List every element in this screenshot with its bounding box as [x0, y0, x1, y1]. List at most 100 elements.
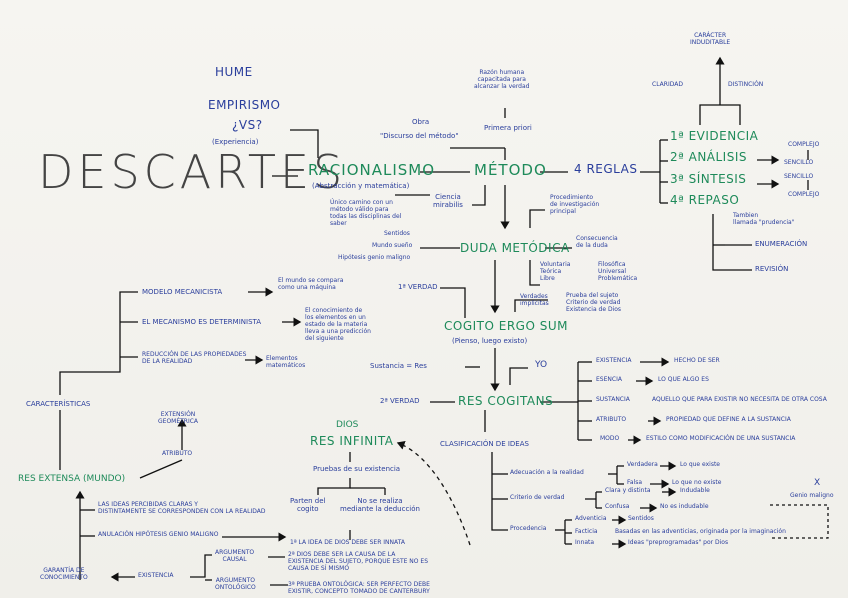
sueno-label: Mundo sueño	[372, 242, 413, 249]
regla-1: 1ª EVIDENCIA	[670, 129, 759, 143]
prop-modo: MODO	[600, 435, 620, 442]
prop-esencia-v: LO QUE ALGO ES	[658, 376, 709, 383]
res-infinita-label: RES INFINITA	[310, 434, 394, 448]
clasificacion-label: CLASIFICACIÓN DE IDEAS	[440, 440, 529, 448]
page-title: DESCARTES	[38, 145, 347, 199]
cogito-label: COGITO ERGO SUM	[444, 319, 568, 333]
prop-existencia-v: HECHO DE SER	[674, 357, 720, 364]
prueba-1: 1ª LA IDEA DE DIOS DEBE SER INNATA	[290, 539, 405, 546]
metodo-label: MÉTODO	[474, 161, 547, 179]
reglas-label: 4 REGLAS	[574, 162, 638, 176]
discurso-label: "Discurso del método"	[380, 132, 459, 140]
res-cogitans-label: RES COGITANS	[458, 394, 554, 408]
pruebas-label: Pruebas de su existencia	[313, 465, 401, 473]
obra-label: Obra	[412, 118, 430, 126]
hume-label: HUME	[215, 65, 253, 79]
racionalismo-label: RACIONALISMO	[308, 161, 436, 179]
sencillo-2: SENCILLO	[784, 173, 814, 180]
prop-atributo: ATRIBUTO	[596, 416, 627, 423]
no-existe-label: Lo que no existe	[672, 479, 722, 486]
atributo-label: ATRIBUTO	[162, 450, 193, 457]
facticia-value: Basadas en las adventicias, originada po…	[615, 528, 786, 535]
mecanismo-label: EL MECANISMO ES DETERMINISTA	[142, 318, 262, 326]
empirismo-label: EMPIRISMO	[208, 98, 281, 112]
genio-label: Hipótesis genio maligno	[338, 254, 411, 261]
prop-sustancia-v: AQUELLO QUE PARA EXISTIR NO NECESITA DE …	[652, 396, 827, 403]
primera-priori-label: Primera priori	[484, 124, 532, 132]
racionalismo-sub: (Abstracción y matemática)	[312, 182, 410, 190]
res-extensa-label: RES EXTENSA (MUNDO)	[18, 474, 126, 484]
prop-modo-v: ESTILO COMO MODIFICACIÓN DE UNA SUSTANCI…	[646, 435, 796, 442]
no-indudable-label: No es indudable	[660, 503, 709, 510]
complejo-1: COMPLEJO	[788, 141, 820, 148]
regla-3: 3ª SÍNTESIS	[670, 172, 747, 186]
anulacion-label: ANULACIÓN HIPÓTESIS GENIO MALIGNO	[98, 531, 219, 538]
innata-label: Innata	[575, 539, 595, 546]
duda-metodica-label: DUDA METÓDICA	[460, 241, 570, 255]
genio-x-mark: X	[814, 478, 821, 488]
caracteristicas-label: CARACTERÍSTICAS	[26, 400, 91, 408]
modelo-label: MODELO MECANICISTA	[142, 288, 223, 296]
prop-atributo-v: PROPIEDAD QUE DEFINE A LA SUSTANCIA	[666, 416, 791, 423]
procedencia-label: Procedencia	[510, 525, 547, 532]
dios-label: DIOS	[336, 420, 359, 430]
sentidos-label: Sentidos	[384, 230, 410, 237]
sentidos-idea-label: Sentidos	[628, 515, 654, 522]
prop-existencia: EXISTENCIA	[596, 357, 632, 364]
verdadera-label: Verdadera	[627, 461, 658, 468]
sustancia-label: Sustancia = Res	[370, 362, 427, 370]
distincion-label: DISTINCIÓN	[728, 81, 764, 88]
falsa-label: Falsa	[627, 479, 643, 486]
yo-label: YO	[535, 360, 548, 370]
lo-que-existe-label: Lo que existe	[680, 461, 720, 468]
clara-label: Clara y distinta	[605, 487, 651, 494]
genio-maligno-label: Genio maligno	[790, 492, 834, 499]
experiencia-label: (Experiencia)	[212, 138, 259, 146]
cogito-sub: (Pienso, luego existo)	[452, 337, 528, 345]
facticia-label: Facticia	[575, 528, 598, 535]
sencillo-1: SENCILLO	[784, 159, 814, 166]
primera-verdad-label: 1ª VERDAD	[398, 283, 438, 291]
confusa-label: Confusa	[605, 503, 630, 510]
enumeracion-label: ENUMERACIÓN	[755, 240, 808, 248]
adventicia-label: Adventicia	[575, 515, 607, 522]
regla-2: 2ª ANÁLISIS	[670, 150, 747, 164]
segunda-verdad-label: 2ª VERDAD	[380, 397, 420, 405]
claridad-label: CLARIDAD	[652, 81, 683, 88]
criterio-label: Criterio de verdad	[510, 494, 565, 501]
prop-sustancia: SUSTANCIA	[596, 396, 630, 403]
existencia-label: EXISTENCIA	[138, 572, 174, 579]
vs-label: ¿VS?	[232, 118, 263, 132]
indudable-label: Indudable	[680, 487, 710, 494]
regla-4: 4ª REPASO	[670, 193, 740, 207]
innata-value: Ideas "preprogramadas" por Dios	[628, 539, 729, 546]
revision-label: REVISIÓN	[755, 265, 789, 273]
adecuacion-label: Adecuación a la realidad	[510, 469, 584, 476]
complejo-2: COMPLEJO	[788, 191, 820, 198]
prop-esencia: ESENCIA	[596, 376, 622, 383]
